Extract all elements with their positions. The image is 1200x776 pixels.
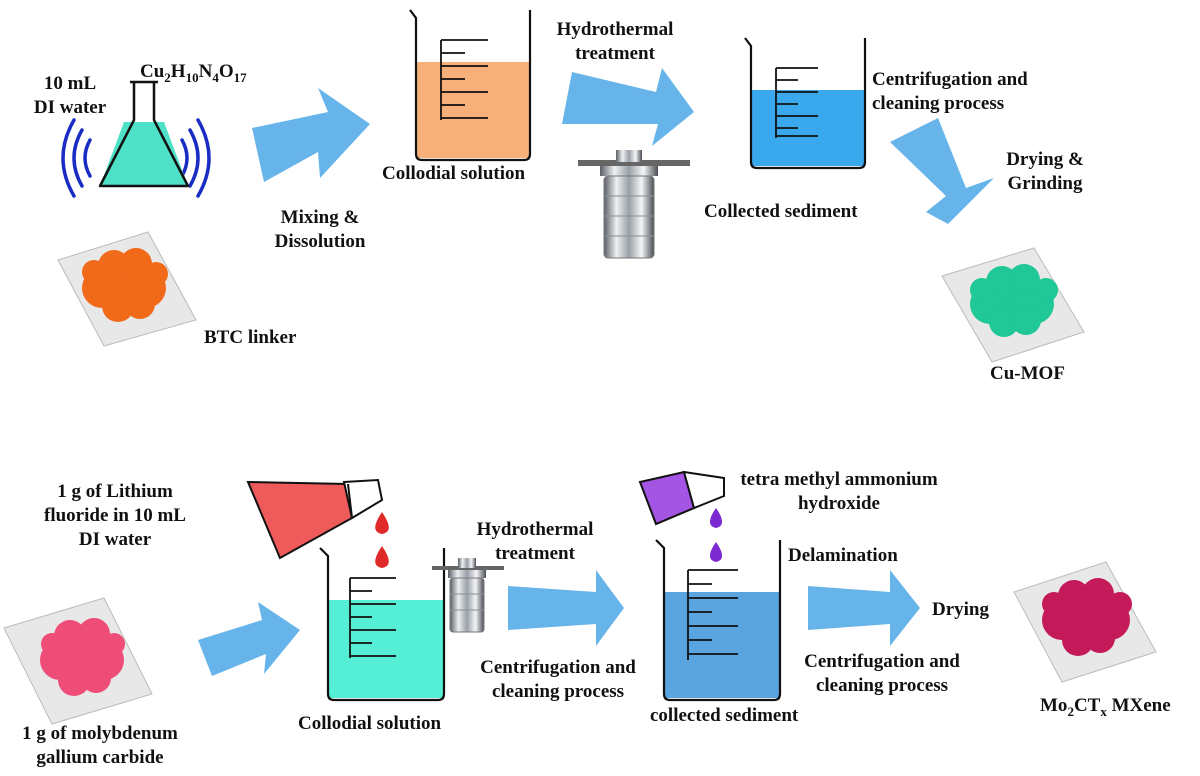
drop-red-2 [375, 546, 389, 568]
centrifuge-label-top: Centrifugation and cleaning process [872, 69, 1028, 114]
copper-formula: Cu2H10N4O17 [140, 61, 247, 85]
sound-waves-icon [61, 118, 211, 198]
drop-purple-2 [709, 542, 723, 562]
arrow-drying [890, 118, 994, 224]
water-label: 10 mL DI water [33, 73, 107, 118]
sediment-label-top: Collected sediment [704, 201, 858, 222]
delamination-label: Delamination [788, 545, 898, 566]
autoclave-icon-top [578, 150, 690, 259]
colloidal-label-top: Collodial solution [382, 163, 526, 184]
lif-flask-icon [246, 478, 384, 560]
cu-mof-label: Cu-MOF [990, 363, 1065, 384]
arrow-mixing-bottom [198, 602, 300, 676]
lif-label: 1 g of Lithium fluoride in 10 mL DI wate… [44, 481, 186, 550]
btc-powder-icon [57, 231, 197, 347]
hydrothermal-label-top: Hydrothermal treatment [556, 19, 674, 64]
carbide-powder-icon [3, 597, 153, 725]
tmah-flask-icon [638, 470, 725, 526]
drop-purple-1 [709, 508, 723, 528]
beaker-colloidal-top [409, 9, 532, 162]
beaker-sediment-top [744, 37, 867, 170]
btc-linker-label: BTC linker [204, 327, 297, 348]
arrow-mixing [252, 88, 370, 182]
flask-icon [98, 80, 190, 188]
arrow-hydrothermal-bottom [508, 570, 624, 646]
beaker-sediment-bottom [655, 539, 782, 702]
drying-label: Drying [932, 599, 989, 620]
mxene-powder-icon [1013, 561, 1157, 683]
arrow-delamination [808, 570, 920, 646]
mxene-label: Mo2CTx MXene [1040, 695, 1171, 719]
hydrothermal-label-bottom: Hydrothermal treatment [476, 519, 594, 564]
drying-grinding-label: Drying & Grinding [1006, 149, 1084, 194]
centrifuge-label-bottom-1: Centrifugation and cleaning process [480, 657, 636, 702]
mixing-label: Mixing & Dissolution [274, 207, 366, 252]
centrifuge-label-bottom-2: Centrifugation and cleaning process [804, 651, 960, 696]
beaker-colloidal-bottom [319, 547, 446, 702]
autoclave-icon-bottom [432, 558, 504, 633]
tmah-label: tetra methyl ammonium hydroxide [740, 469, 938, 514]
sediment-label-bottom: collected sediment [650, 705, 799, 726]
colloidal-label-bottom: Collodial solution [298, 713, 442, 734]
drop-red-1 [375, 512, 389, 534]
arrow-hydrothermal-top [562, 68, 694, 146]
cu-mof-powder-icon [941, 247, 1085, 363]
carbide-label: 1 g of molybdenum gallium carbide [22, 723, 178, 768]
